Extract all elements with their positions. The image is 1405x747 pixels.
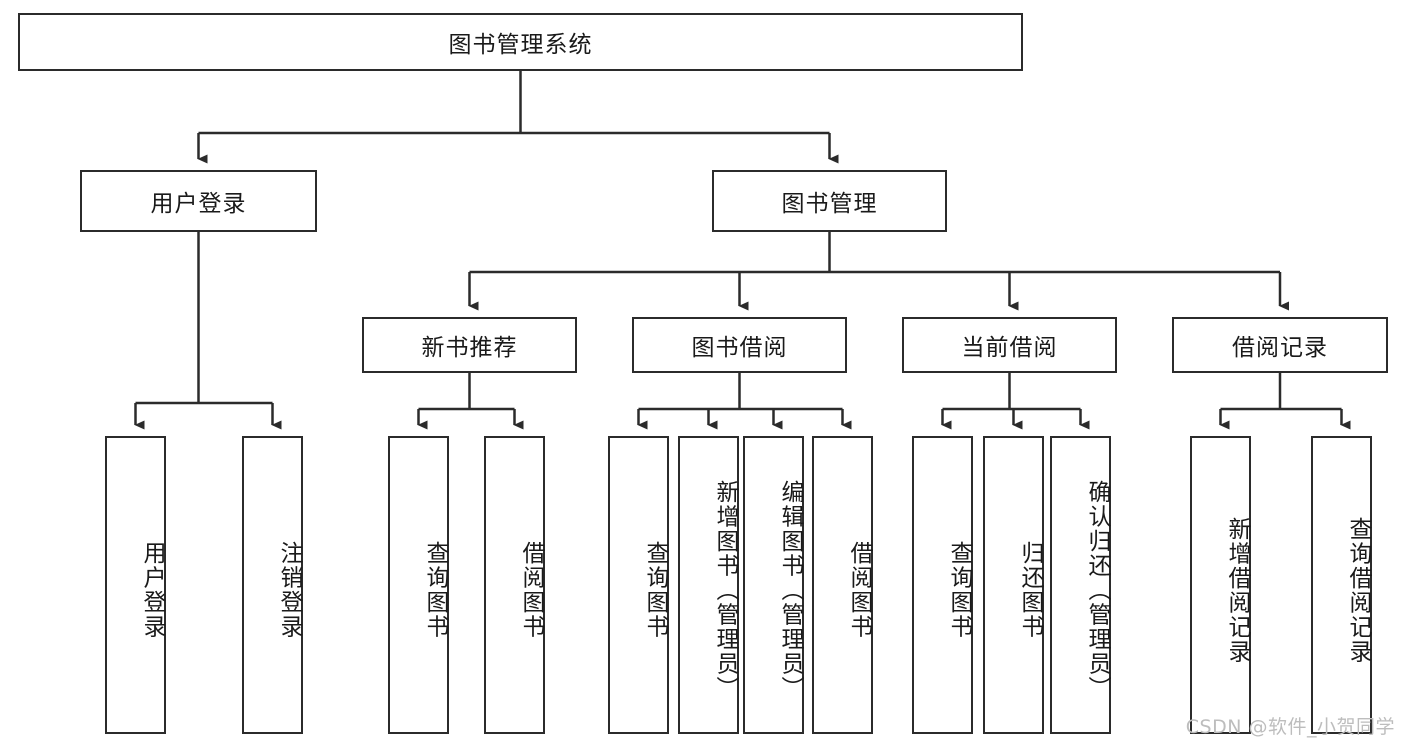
node-leaf-borrow-book-1[interactable]: 借阅图书 [484,436,545,734]
node-label: 编辑图书（管理员） [777,479,803,701]
node-leaf-user-login[interactable]: 用户登录 [105,436,166,734]
node-label: 查询图书 [642,541,668,639]
node-label: 新增图书（管理员） [712,479,738,701]
node-book-management[interactable]: 图书管理 [712,170,947,232]
node-leaf-query-book-3[interactable]: 查询图书 [912,436,973,734]
node-leaf-confirm-return[interactable]: 确认归还（管理员） [1050,436,1111,734]
node-root-title[interactable]: 图书管理系统 [18,13,1023,71]
node-leaf-return-book[interactable]: 归还图书 [983,436,1044,734]
node-label: 借阅图书 [846,541,872,639]
node-label: 借阅记录 [1232,335,1328,361]
node-label: 借阅图书 [518,541,544,639]
node-label: 查询图书 [422,541,448,639]
node-label: 图书管理 [781,191,878,217]
node-label: 当前借阅 [961,335,1058,361]
node-leaf-add-book[interactable]: 新增图书（管理员） [678,436,739,734]
node-label: 注销登录 [276,541,302,639]
node-label: 图书借阅 [691,335,788,361]
node-leaf-logout[interactable]: 注销登录 [242,436,303,734]
node-leaf-query-record[interactable]: 查询借阅记录 [1311,436,1372,734]
node-user-login[interactable]: 用户登录 [80,170,317,232]
node-leaf-add-record[interactable]: 新增借阅记录 [1190,436,1251,734]
node-label: 查询借阅记录 [1345,516,1371,664]
node-label: 图书管理系统 [448,32,593,58]
node-label: 用户登录 [150,191,247,217]
node-new-book-recommend[interactable]: 新书推荐 [362,317,577,373]
node-book-borrow[interactable]: 图书借阅 [632,317,847,373]
node-label: 查询图书 [946,541,972,639]
node-label: 新书推荐 [421,335,518,361]
node-leaf-borrow-book-2[interactable]: 借阅图书 [812,436,873,734]
watermark-label: CSDN @软件_小贺同学 [1185,716,1395,738]
node-leaf-query-book-2[interactable]: 查询图书 [608,436,669,734]
node-current-borrow[interactable]: 当前借阅 [902,317,1117,373]
node-borrow-record[interactable]: 借阅记录 [1172,317,1388,373]
node-label: 新增借阅记录 [1224,516,1250,664]
node-label: 确认归还（管理员） [1084,479,1110,701]
node-leaf-edit-book[interactable]: 编辑图书（管理员） [743,436,804,734]
node-label: 归还图书 [1017,541,1043,639]
node-label: 用户登录 [139,541,165,639]
node-leaf-query-book-1[interactable]: 查询图书 [388,436,449,734]
